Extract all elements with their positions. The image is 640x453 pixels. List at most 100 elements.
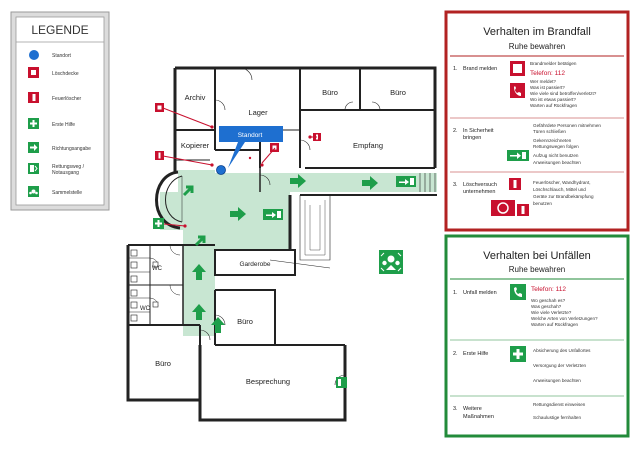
fire-step-1-lines: Brandmelder betätigen Telefon: 112 Wer m…: [530, 61, 597, 108]
accident-step-3-num: 3.: [453, 406, 458, 412]
legend-item-notausgang: Notausgang: [52, 170, 79, 176]
fire-phone-icon: [510, 83, 525, 98]
fire-blanket-icon: [270, 143, 279, 152]
emergency-exit-icon: [507, 150, 529, 161]
standort-icon: [29, 50, 39, 60]
accident-step-3-title: Weitere: [463, 406, 482, 412]
leader-lines: [162, 107, 317, 227]
fire-extinguisher-icon: [517, 204, 529, 216]
toilets: [130, 249, 159, 322]
accident-step-3-lines: Rettungsdienst einweisen Schaulustige fe…: [533, 402, 586, 420]
fire-subtitle: Ruhe bewahren: [509, 42, 565, 51]
fire-step-3-line: Geräte zur Brandbekämpfung: [533, 194, 594, 199]
fire-step-3-line: Löschschlauch, Mittel und: [533, 187, 586, 192]
legend-item-richtung: Richtungsangabe: [52, 146, 91, 152]
fire-step-3-title-2: unternehmen: [463, 189, 495, 195]
first-aid-icon: [28, 118, 39, 129]
fire-extinguisher-icon: [155, 151, 164, 160]
emergency-exit-icon: [336, 377, 347, 388]
diagonal-arrows: [182, 185, 206, 247]
fire-step-1-line: Was ist passiert?: [530, 85, 565, 90]
room-archiv: Archiv: [185, 93, 206, 102]
legend-panel: LEGENDE Standort Löschdecke Feuerlöscher…: [10, 11, 110, 211]
first-aid-icon: [153, 218, 164, 229]
accident-step-3-title-2: Maßnahmen: [463, 414, 494, 420]
fire-step-1-line: Wie viele sind betroffen/verletzt?: [530, 91, 597, 96]
fire-step-2-title-2: bringen: [463, 135, 481, 141]
room-buero-3: Büro: [237, 317, 253, 326]
accident-step-2-line: Versorgung der Verletzten: [533, 363, 587, 368]
fire-extinguisher-icon: [509, 178, 521, 190]
fire-alarm-icon: [510, 61, 525, 76]
emergency-exit-icon: [263, 209, 283, 220]
fire-step-2-line: Türen schließen: [533, 129, 566, 134]
fire-blanket-icon: [155, 103, 164, 112]
assembly-point-icon: [28, 186, 39, 197]
room-garderobe: Garderobe: [239, 261, 270, 268]
legend-item-standort: Standort: [52, 53, 72, 59]
fire-step-3-line: Feuerlöscher, Wandhydrant,: [533, 180, 591, 185]
fire-hose-icon: [491, 200, 515, 216]
fire-step-3-line: benutzen: [533, 201, 552, 206]
legend-item-sammelstelle: Sammelstelle: [52, 190, 82, 196]
escape-route: [160, 170, 437, 336]
legend-item-rettungsweg: Rettungsweg /: [52, 164, 85, 170]
room-besprechung: Besprechung: [246, 377, 290, 386]
first-aid-icon: [510, 346, 526, 362]
fire-step-1-title: Brand melden: [463, 66, 497, 72]
standort-label: Standort: [238, 132, 263, 139]
fire-blanket-icon: [28, 67, 39, 78]
fire-step-2-line: Gefährdete Personen mitnehmen: [533, 123, 601, 128]
accident-step-2-line: Anweisungen beachten: [533, 378, 581, 383]
fire-step-1-line: Wer meldet?: [530, 79, 556, 84]
accident-step-1-line: Wie viele Verletzte?: [531, 310, 572, 315]
room-empfang: Empfang: [353, 141, 383, 150]
accident-step-1-line: Warten auf Rückfragen: [531, 322, 579, 327]
fire-step-2-line: Aufzug nicht benutzen: [533, 153, 579, 158]
fire-phone-number: Telefon: 112: [530, 70, 565, 77]
standort-icon: [216, 165, 226, 175]
direction-arrow-icon: [28, 142, 39, 153]
emergency-phone-icon: [510, 284, 526, 300]
fire-step-2-lines: Gefährdete Personen mitnehmen Türen schl…: [533, 123, 601, 165]
fire-step-2-line: Anweisungen beachten: [533, 160, 581, 165]
emergency-exit-icon: [396, 176, 416, 187]
fire-step-1-line: Warten auf Rückfragen: [530, 103, 578, 108]
standort-callout: Standort: [216, 126, 283, 175]
legend-item-loeschdecke: Löschdecke: [52, 71, 79, 77]
fire-step-1-line: Brandmelder betätigen: [530, 61, 577, 66]
fire-step-2-line: Gekennzeichneten: [533, 138, 572, 143]
room-wc-2: WC: [140, 306, 151, 312]
accident-step-1-title: Unfall melden: [463, 290, 497, 296]
legend-item-feuerloescher: Feuerlöscher: [52, 96, 82, 102]
room-labels: Archiv Lager Büro Büro Kopierer Empfang …: [140, 88, 406, 386]
floor-plan: [126, 66, 437, 422]
room-kopierer: Kopierer: [181, 141, 210, 150]
assembly-point-icon: [379, 250, 403, 274]
accident-step-3-line: Rettungsdienst einweisen: [533, 402, 586, 407]
room-buero-2: Büro: [390, 88, 406, 97]
accident-step-3-line: Schaulustige fernhalten: [533, 415, 581, 420]
room-buero-4: Büro: [155, 359, 171, 368]
accident-step-2-line: Absicherung des Unfallortes: [533, 348, 591, 353]
accident-step-2-lines: Absicherung des Unfallortes Versorgung d…: [533, 348, 591, 383]
fire-step-2-title: In Sicherheit: [463, 128, 494, 134]
fire-extinguisher-icon: [28, 92, 39, 103]
fire-step-2-num: 2.: [453, 128, 458, 134]
room-lager: Lager: [248, 108, 268, 117]
accident-title: Verhalten bei Unfällen: [483, 250, 591, 262]
emergency-exit-icon: [28, 163, 39, 174]
equipment-markers: [183, 125, 312, 228]
accident-step-1-num: 1.: [453, 290, 458, 296]
accident-phone-number: Telefon: 112: [531, 286, 566, 293]
fire-step-3-title: Löschversuch: [463, 182, 497, 188]
fire-panel: Verhalten im Brandfall Ruhe bewahren 1. …: [444, 10, 630, 232]
accident-step-1-line: Wo geschah es?: [531, 298, 566, 303]
accident-panel: Verhalten bei Unfällen Ruhe bewahren 1. …: [444, 234, 630, 438]
fire-step-3-num: 3.: [453, 182, 458, 188]
accident-step-2-num: 2.: [453, 351, 458, 357]
accident-step-1-lines: Telefon: 112 Wo geschah es? Was geschah?…: [531, 286, 598, 327]
fire-step-3-lines: Feuerlöscher, Wandhydrant, Löschschlauch…: [533, 180, 594, 206]
fire-title: Verhalten im Brandfall: [483, 26, 591, 38]
